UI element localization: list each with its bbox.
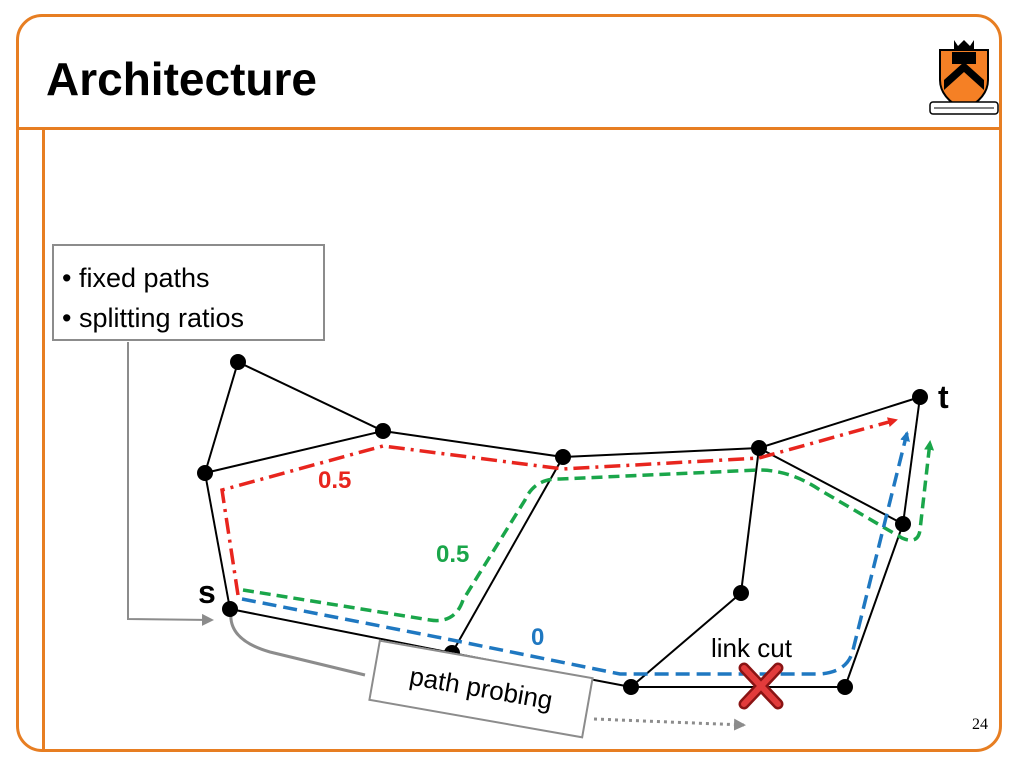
target-label: t bbox=[938, 379, 949, 415]
title-divider bbox=[16, 127, 1002, 130]
node-source bbox=[222, 601, 238, 617]
slide-frame bbox=[16, 14, 1002, 752]
link bbox=[204, 430, 384, 474]
ratio-label-blue: 0 bbox=[531, 624, 544, 651]
node bbox=[733, 585, 749, 601]
network-links bbox=[204, 361, 921, 688]
left-accent-bar bbox=[42, 127, 45, 752]
red-path bbox=[220, 417, 898, 596]
link bbox=[382, 430, 564, 458]
shield-logo bbox=[929, 40, 999, 115]
node bbox=[837, 679, 853, 695]
source-label: s bbox=[198, 574, 216, 610]
node bbox=[751, 440, 767, 456]
x-mark-icon bbox=[738, 662, 784, 710]
link bbox=[844, 523, 904, 688]
node bbox=[230, 354, 246, 370]
node bbox=[375, 423, 391, 439]
ratio-label-red: 0.5 bbox=[318, 467, 351, 494]
network-nodes bbox=[197, 354, 928, 695]
probe-connector bbox=[229, 611, 366, 677]
page-number: 24 bbox=[972, 716, 988, 733]
link bbox=[758, 396, 921, 449]
ratio-label-green: 0.5 bbox=[436, 541, 469, 568]
link bbox=[204, 472, 231, 610]
link bbox=[902, 396, 921, 525]
node bbox=[555, 449, 571, 465]
node bbox=[623, 679, 639, 695]
link bbox=[758, 447, 904, 525]
callout-item-fixed-paths: • fixed paths bbox=[62, 263, 210, 293]
link bbox=[562, 447, 760, 458]
link-cut-label: link cut bbox=[711, 633, 793, 663]
link bbox=[204, 361, 239, 474]
link bbox=[451, 456, 564, 654]
node bbox=[895, 516, 911, 532]
blue-path bbox=[241, 431, 910, 676]
node-target bbox=[912, 389, 928, 405]
link bbox=[740, 447, 760, 594]
node bbox=[197, 465, 213, 481]
callout-connector bbox=[127, 342, 214, 626]
link bbox=[237, 361, 384, 432]
link bbox=[630, 592, 742, 688]
callout-item-splitting-ratios: • splitting ratios bbox=[62, 303, 245, 333]
slide-title: Architecture bbox=[46, 53, 317, 105]
path-settings-callout: • fixed paths • splitting ratios bbox=[52, 244, 325, 341]
probe-dotted-arrow bbox=[593, 717, 746, 731]
